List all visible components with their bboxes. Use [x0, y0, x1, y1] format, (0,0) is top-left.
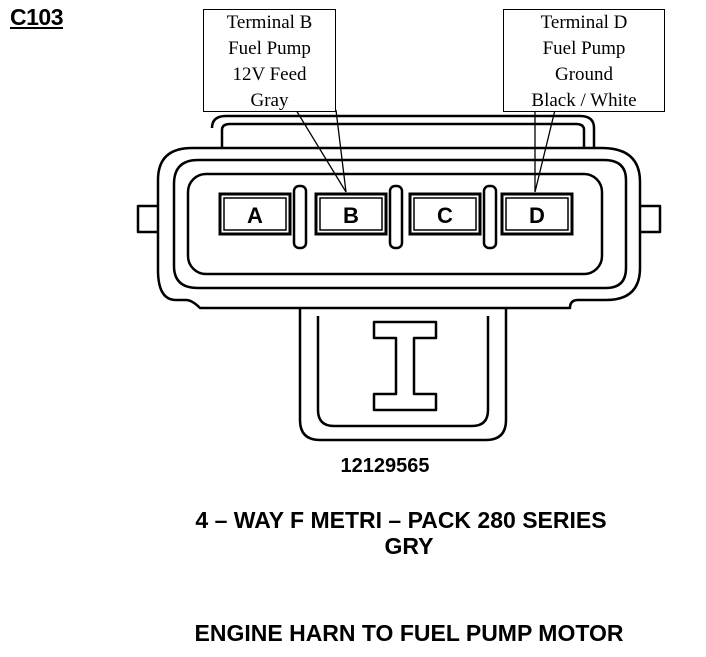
- callout-terminal-b: Terminal B Fuel Pump 12V Feed Gray: [203, 9, 336, 112]
- callout-line: Gray: [250, 90, 289, 111]
- top-ridge: [210, 114, 596, 148]
- leader-line-terminal-d: [534, 109, 556, 193]
- terminal-label-c: C: [437, 203, 453, 228]
- part-number-text: 12129565: [340, 455, 430, 477]
- connection-description: ENGINE HARN TO FUEL PUMP MOTOR: [0, 620, 706, 647]
- terminal-cavity-inner: [223, 197, 287, 231]
- connector-housing: [156, 146, 642, 310]
- callout-line: Ground: [554, 64, 614, 85]
- callout-line: Fuel Pump: [228, 38, 311, 59]
- cavity-frame: [186, 172, 604, 276]
- top-ridge-inner: [220, 122, 586, 148]
- lock-body-inner: [316, 316, 490, 428]
- callout-terminal-d: Terminal D Fuel Pump Ground Black / Whit…: [503, 9, 665, 112]
- terminal-label-d: D: [529, 203, 545, 228]
- cavity-divider: [292, 184, 308, 250]
- series-description: 4 – WAY F METRI – PACK 280 SERIES: [0, 507, 706, 534]
- part-number: 12129565: [0, 455, 706, 478]
- cavity-divider: [388, 184, 404, 250]
- terminal-cavity-inner: [319, 197, 383, 231]
- callout-line: Terminal B: [226, 12, 313, 33]
- color-code-text: GRY: [384, 533, 434, 559]
- cavity-divider: [482, 184, 498, 250]
- leader-line-terminal-b: [295, 109, 347, 193]
- terminal-label-b: B: [343, 203, 359, 228]
- connector-id: C103: [10, 4, 63, 30]
- right-side-tab: [640, 204, 662, 234]
- callout-line: Black / White: [531, 90, 637, 111]
- connection-text: ENGINE HARN TO FUEL PUMP MOTOR: [194, 620, 624, 646]
- lock-body: [298, 308, 508, 442]
- terminal-label-a: A: [247, 203, 263, 228]
- terminal-cavity-inner: [505, 197, 569, 231]
- series-text: 4 – WAY F METRI – PACK 280 SERIES: [195, 507, 607, 533]
- callout-line: Fuel Pump: [542, 38, 626, 59]
- housing-inner-wall: [172, 158, 628, 290]
- lock-i-tab: [372, 320, 438, 412]
- terminal-cavity-inner: [413, 197, 477, 231]
- callout-line: 12V Feed: [232, 64, 307, 85]
- left-side-tab: [136, 204, 158, 234]
- callout-line: Terminal D: [540, 12, 628, 33]
- color-code: GRY: [0, 533, 706, 560]
